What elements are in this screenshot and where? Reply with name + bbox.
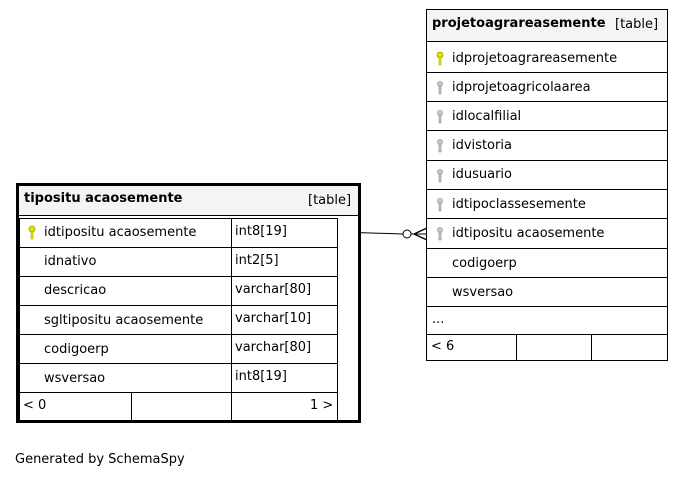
more-columns-ellipsis: ... <box>432 312 445 327</box>
column-name: idprojetoagrareasemente <box>452 51 618 66</box>
table-tipositu acaosemente[interactable] <box>16 183 361 423</box>
table-header <box>19 186 358 216</box>
primary-key-icon <box>28 225 36 240</box>
table-header <box>427 10 667 42</box>
column-name: sgltipositu acaosemente <box>44 313 204 328</box>
column-name: wsversao <box>44 371 106 386</box>
column-name: idusuario <box>452 167 512 182</box>
column-name: idtipositu acaosemente <box>44 225 197 240</box>
table-title: tipositu acaosemente <box>24 191 183 206</box>
column-name: descricao <box>44 283 107 298</box>
column-name: idvistoria <box>452 138 512 153</box>
column-name: idnativo <box>44 254 97 269</box>
column-name: codigoerp <box>452 256 517 271</box>
column-type: varchar[10] <box>235 311 312 326</box>
crowsfoot-many-marker <box>413 227 428 241</box>
table-type-label: [table] <box>615 17 659 32</box>
table-title: projetoagrareasemente <box>432 16 606 31</box>
column-name: codigoerp <box>44 342 109 357</box>
column-name: wsversao <box>452 285 514 300</box>
table-type-label: [table] <box>308 193 352 208</box>
column-type: varchar[80] <box>235 340 312 355</box>
column-type: int8[19] <box>235 224 287 239</box>
column-type: int8[19] <box>235 369 287 384</box>
children-count[interactable]: < 0 <box>23 398 47 413</box>
table-projetoagrareasemente[interactable] <box>426 9 668 361</box>
parents-count[interactable]: 1 > <box>310 398 334 413</box>
column-name: idtipositu acaosemente <box>452 226 605 241</box>
generated-by-footer: Generated by SchemaSpy <box>15 452 185 467</box>
primary-key-icon <box>436 51 444 66</box>
column-name: idtipoclassesemente <box>452 197 586 212</box>
column-type: int2[5] <box>235 253 279 268</box>
children-count[interactable]: < 6 <box>431 339 455 354</box>
column-type: varchar[80] <box>235 282 312 297</box>
foreign-key-icons <box>437 81 443 241</box>
column-name: idprojetoagricolaarea <box>452 80 591 95</box>
column-name: idlocalfilial <box>452 109 522 124</box>
